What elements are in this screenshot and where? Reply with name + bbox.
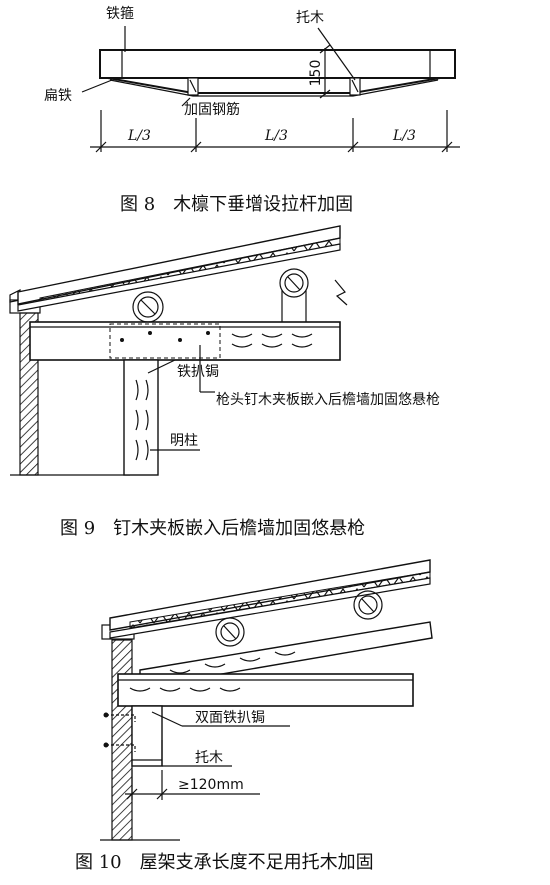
caption-fig8: 图 8 木檩下垂增设拉杆加固 xyxy=(120,194,353,215)
purlin-beam xyxy=(99,49,456,79)
label-iron-hoop: 铁箍 xyxy=(106,5,134,22)
purlin-circle-2 xyxy=(279,268,309,298)
support-wood-fig10 xyxy=(131,705,163,767)
label-dim-120: ≥120mm xyxy=(178,777,244,793)
dim-150: 150 xyxy=(308,60,324,87)
label-flat-iron: 扁铁 xyxy=(44,88,72,104)
label-column-fig9: 明柱 xyxy=(170,433,198,449)
wall-fig10 xyxy=(111,639,133,841)
label-rebar: 加固钢筋 xyxy=(184,101,240,118)
caption-fig9: 图 9 钉木夹板嵌入后檐墙加固悠悬枪 xyxy=(60,518,365,539)
label-support-wood: 托木 xyxy=(296,10,324,26)
beam-fig9 xyxy=(29,321,341,361)
purlin-circle-4 xyxy=(353,590,383,620)
dim-l3-b: L/3 xyxy=(264,128,288,144)
dim-l3-a: L/3 xyxy=(127,128,151,144)
caption-fig10: 图 10 屋架支承长度不足用托木加固 xyxy=(75,852,374,873)
cornice-fig9 xyxy=(9,289,21,303)
column-fig9 xyxy=(123,359,159,476)
purlin-circle-3 xyxy=(215,617,245,647)
figure-8: 150 铁箍 托木 扁铁 加固钢筋 L/3 L/3 L/3 图 8 木檩下垂增设… xyxy=(44,5,460,215)
label-iron-clamp-fig9: 铁扒锔 xyxy=(177,364,219,380)
beam-fig10 xyxy=(117,673,414,707)
reinforcing-rod xyxy=(107,77,441,94)
label-note-fig9: 枪头钉木夹板嵌入后檐墙加固悠悬枪 xyxy=(216,391,440,408)
dim-l3-c: L/3 xyxy=(392,128,416,144)
figure-10: 双面铁扒锔 托木 ≥120mm 图 10 屋架支承长度不足用托木加固 xyxy=(75,559,433,873)
label-double-clamp: 双面铁扒锔 xyxy=(195,710,265,726)
figure-9: 铁扒锔 枪头钉木夹板嵌入后檐墙加固悠悬枪 明柱 图 9 钉木夹板嵌入后檐墙加固悠… xyxy=(9,225,440,539)
label-support-wood-fig10: 托木 xyxy=(195,750,223,766)
